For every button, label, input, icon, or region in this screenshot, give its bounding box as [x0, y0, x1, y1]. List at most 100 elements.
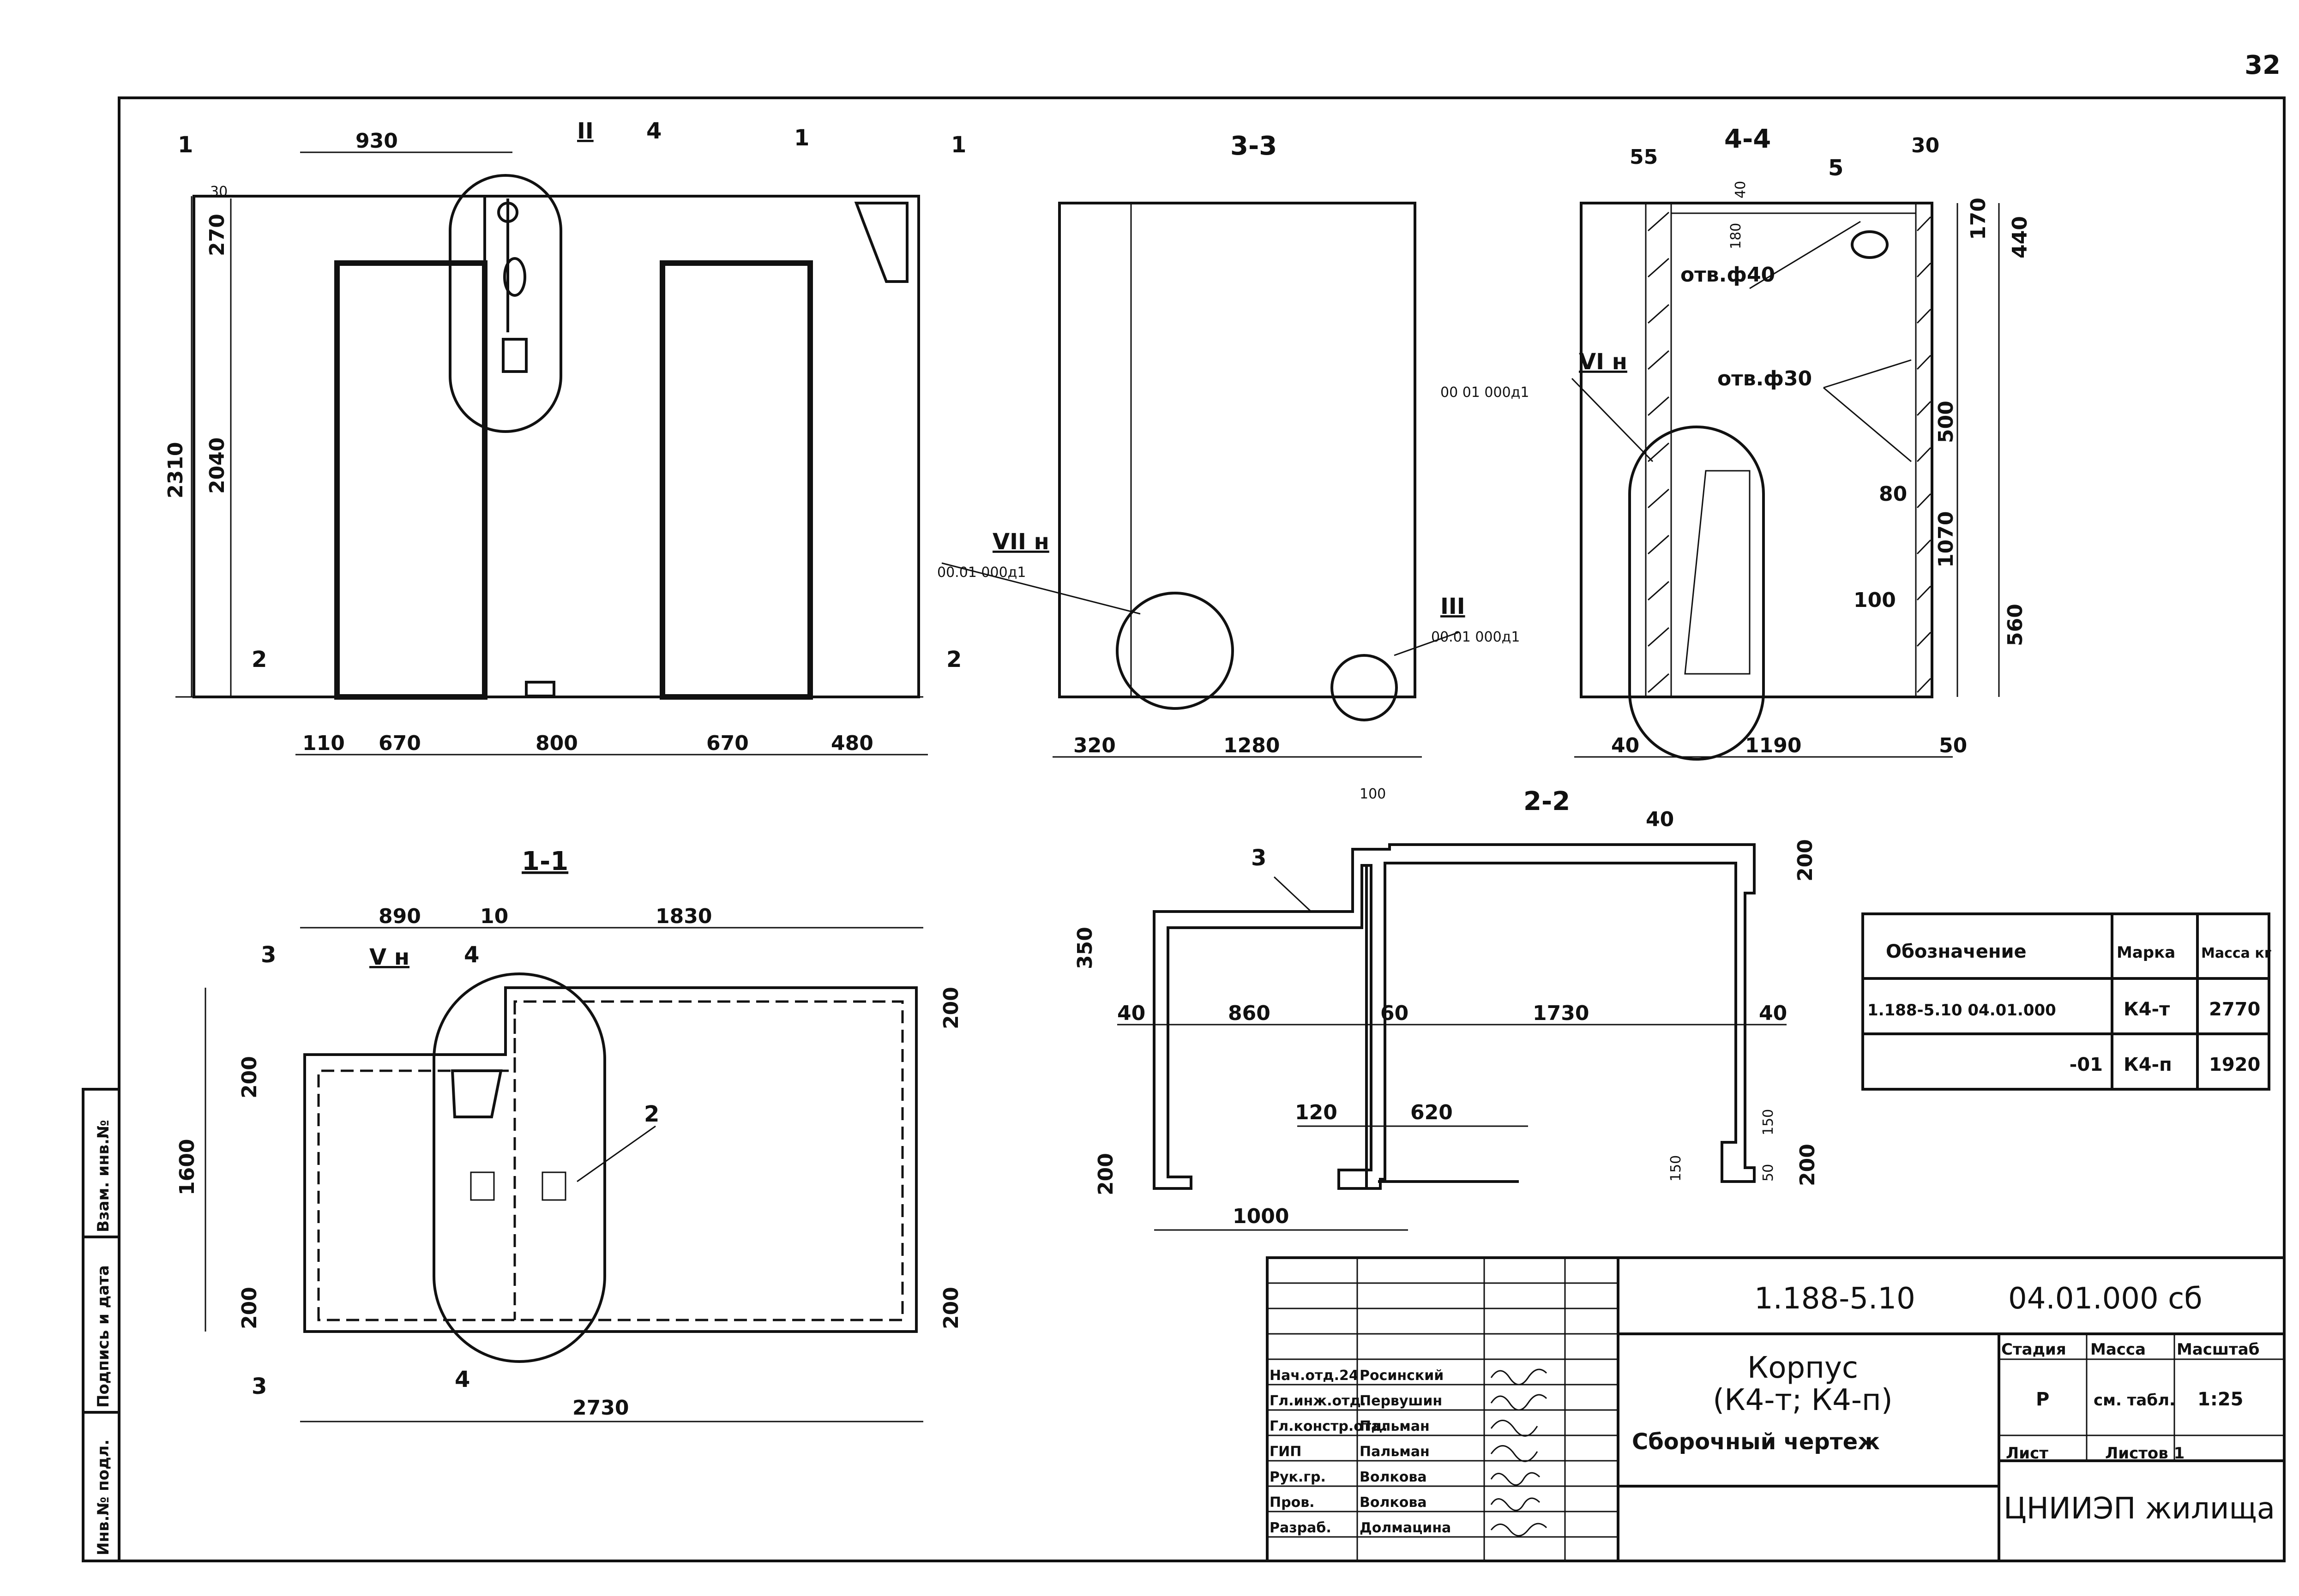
dim-s22-350: 350: [1073, 927, 1097, 969]
hole-30-leader-1: [1823, 359, 1912, 389]
detail-ii-outline: [449, 174, 562, 433]
section-4-4-roof: [1670, 202, 1917, 214]
section-2-2-outline: [1153, 843, 1756, 1190]
detail-vi-bracket: [1684, 470, 1751, 675]
dim-30: 30: [210, 184, 228, 200]
tb-scale: 1:25: [2197, 1389, 2244, 1410]
tb-stage-header: Стадия: [2001, 1340, 2066, 1359]
callout-3-s22: 3: [1251, 845, 1266, 871]
section-1-1: 1-1 V н 890 10 1830 1600 200 200 200 200…: [175, 846, 963, 1422]
section-1-1-outline: [303, 986, 918, 1333]
callout-4-top: 4: [464, 942, 479, 968]
tb-role-6: Разраб.: [1270, 1520, 1331, 1536]
dim-80: 80: [1879, 482, 1907, 506]
detail-vii-leader: [941, 562, 1141, 615]
tb-mass-value: см. табл.: [2094, 1391, 2175, 1410]
dim-320: 320: [1073, 734, 1116, 757]
tb-name-4: Волкова: [1360, 1469, 1427, 1485]
tb-name-5: Волкова: [1360, 1494, 1427, 1511]
tb-mass-header: Масса: [2090, 1340, 2146, 1359]
spec-table-frame: [1861, 912, 2270, 1091]
side-stamp-frame: [82, 1088, 120, 1562]
callout-2-right: 2: [946, 647, 962, 672]
spec-header-designation: Обозначение: [1886, 941, 2027, 962]
callout-ii: II: [577, 118, 594, 144]
dim-s22-120: 120: [1295, 1101, 1337, 1124]
dim-440: 440: [2008, 216, 2032, 258]
dim-1830: 1830: [656, 905, 712, 928]
dim-670-left: 670: [379, 732, 421, 755]
spec-header-mark: Марка: [2117, 943, 2175, 962]
title-block: 1.188-5.10 04.01.000 сб Корпус (К4-т; К4…: [1266, 1256, 2286, 1562]
detail-vi-label: VI н: [1579, 349, 1627, 375]
tb-name-2: Пальман: [1360, 1418, 1430, 1434]
hole-40-leader: [1749, 221, 1861, 289]
dim-200-right-bottom: 200: [939, 1287, 963, 1329]
dim-s22-40-top: 40: [1646, 808, 1674, 831]
section-3-3: 3-3 VII н 00.01 000д1 III 00.01 000д1 32…: [937, 131, 1520, 758]
dim-s22-60: 60: [1380, 1002, 1408, 1025]
dim-s22-100: 100: [1360, 786, 1386, 802]
dim-670-right: 670: [706, 732, 749, 755]
side-stamp-replace: Взам. инв.№: [94, 1120, 113, 1232]
spec-row-2-mark: К4-п: [2124, 1054, 2172, 1075]
dim-100: 100: [1854, 588, 1896, 612]
tb-sheets-label: Листов 1: [2105, 1444, 2185, 1463]
callout-3-top: 3: [261, 942, 276, 968]
tb-role-3: ГИП: [1270, 1444, 1301, 1460]
signature-1: [1490, 1394, 1547, 1411]
signature-5: [1490, 1497, 1541, 1511]
section-4-4-left-hatch: [1648, 211, 1669, 693]
dim-40-left: 40: [1733, 181, 1749, 198]
section-4-4-left-wall: [1645, 202, 1672, 698]
dim-s22-50: 50: [1760, 1164, 1776, 1182]
dim-s22-200-bottom: 200: [1094, 1153, 1118, 1195]
tb-role-5: Пров.: [1270, 1494, 1315, 1511]
callout-2: 2: [644, 1101, 659, 1127]
tb-role-1: Гл.инж.отд.: [1270, 1393, 1366, 1409]
section-3-3-title: 3-3: [1230, 131, 1277, 161]
hole-40-label: отв.ф40: [1680, 263, 1775, 287]
callout-2-leader: [577, 1125, 656, 1182]
front-view: 930 30 2310 2040 270 110 670 800 670 480…: [164, 118, 966, 756]
callout-4-bottom: 4: [455, 1367, 470, 1392]
dim-180: 180: [1728, 223, 1744, 249]
dim-s22-40-right: 40: [1759, 1002, 1787, 1025]
detail-iii-label: III: [1440, 594, 1465, 619]
tb-role-0: Нач.отд.24: [1270, 1368, 1359, 1384]
detail-iii-circle: [1330, 654, 1398, 721]
signature-0: [1490, 1368, 1547, 1386]
hole-40: [1851, 230, 1889, 259]
tb-name-1: Первушин: [1360, 1393, 1442, 1409]
corner-bracket: [854, 202, 909, 283]
tb-scale-header: Масштаб: [2177, 1340, 2259, 1359]
detail-v-block-left: [470, 1171, 495, 1201]
side-stamp-signature: Подпись и дата: [94, 1265, 113, 1408]
hole-30-leader-2: [1823, 387, 1912, 462]
tb-name-6: Долмацина: [1360, 1520, 1451, 1536]
dim-s22-150-b: 150: [1668, 1155, 1684, 1182]
tb-stage: Р: [2036, 1389, 2049, 1410]
dim-10: 10: [480, 905, 508, 928]
dim-1600: 1600: [175, 1139, 199, 1195]
dim-270: 270: [205, 214, 229, 256]
callout-3-s22-leader: [1273, 876, 1312, 912]
side-stamp: Взам. инв.№ Подпись и дата Инв.№ подл.: [82, 1088, 120, 1562]
spec-row-2-designation: -01: [2070, 1054, 2103, 1075]
section-4-4-right-hatch: [1916, 216, 1932, 693]
signature-6: [1490, 1523, 1547, 1536]
dim-s22-200-right: 200: [1796, 1144, 1819, 1186]
tb-doc-code: 04.01.000 сб: [2008, 1282, 2203, 1316]
dim-1190: 1190: [1745, 734, 1801, 757]
dim-170: 170: [1967, 198, 1990, 240]
dim-30-top: 30: [1911, 134, 1939, 157]
front-door-left: [334, 260, 487, 700]
section-2-2: 2-2 3 100 40 200 350 40 860 60 1730 40 1…: [1073, 786, 1819, 1231]
dim-800: 800: [536, 732, 578, 755]
spec-header-mass: Масса кг: [2201, 945, 2271, 961]
tb-series: 1.188-5.10: [1754, 1282, 1915, 1316]
detail-ii-loop: [497, 202, 518, 223]
signature-4: [1490, 1472, 1541, 1486]
